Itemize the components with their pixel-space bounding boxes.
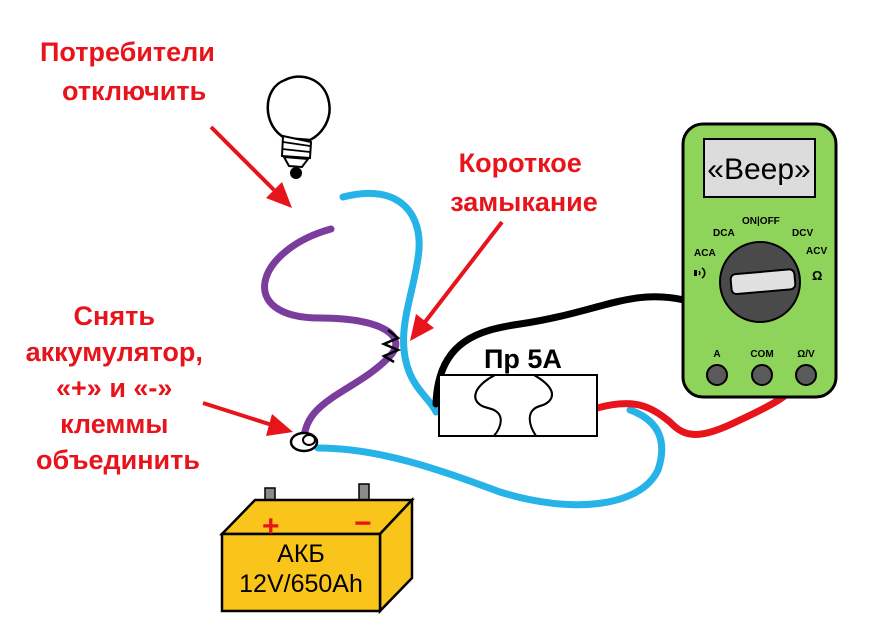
- battery-note-arrow-icon: [202, 401, 293, 436]
- battery-note-label: Снять аккумулятор, «+» и «-» клеммы объе…: [26, 301, 211, 475]
- short-circuit-label-line-1: Короткое: [459, 148, 582, 178]
- multimeter-display: [703, 138, 816, 198]
- port-com-label: COM: [750, 349, 773, 360]
- label-acv: ACV: [806, 246, 827, 257]
- battery-note-line-1: Снять: [74, 301, 155, 331]
- label-ohm: Ω: [812, 268, 822, 283]
- battery-name: АКБ: [277, 540, 325, 568]
- purple-wire: [261, 225, 400, 446]
- light-bulb-icon: [266, 75, 331, 179]
- blue-wire-bottom: [314, 406, 666, 509]
- multimeter-display-text: «Beep»: [707, 153, 810, 186]
- blue-wire-top: [339, 189, 440, 416]
- consumers-label-line-2: отключить: [62, 76, 206, 106]
- battery-note-line-3: «+» и «-»: [56, 373, 172, 403]
- wires: [261, 189, 807, 509]
- battery-minus-sign: −: [354, 507, 372, 540]
- switch-pointer: [729, 268, 797, 296]
- short-circuit-arrow-icon: [410, 220, 504, 341]
- sound-icon: [694, 267, 706, 279]
- label-dca: DCA: [713, 228, 735, 239]
- short-circuit-label: Короткое замыкание: [450, 148, 598, 217]
- label-aca: ACA: [694, 248, 716, 259]
- battery-spec: 12V/650Ah: [239, 570, 363, 598]
- battery: [219, 483, 415, 615]
- short-circuit-zigzag: [380, 329, 402, 364]
- label-onoff: ON|OFF: [742, 216, 780, 227]
- consumers-arrow-icon: [209, 125, 292, 208]
- port-com-socket: [751, 364, 773, 386]
- battery-note-line-5: объединить: [36, 445, 200, 475]
- consumers-label-line-1: Потребители: [40, 37, 215, 67]
- port-a-label: A: [713, 349, 720, 360]
- label-dcv: DCV: [792, 228, 813, 239]
- port-a-socket: [706, 364, 728, 386]
- battery-note-line-4: клеммы: [60, 409, 168, 439]
- fuse: [438, 374, 598, 437]
- battery-plus-sign: +: [262, 510, 280, 543]
- battery-note-line-2: аккумулятор,: [26, 337, 203, 367]
- short-circuit-label-line-2: замыкание: [450, 187, 598, 217]
- port-ohm-socket: [795, 364, 817, 386]
- terminal-knot-icon: [289, 431, 319, 453]
- multimeter: [681, 122, 838, 399]
- fuse-label: Пр 5А: [484, 344, 562, 374]
- port-ohm-label: Ω/V: [797, 349, 815, 360]
- arrows: [202, 125, 504, 436]
- consumers-label: Потребители отключить: [40, 37, 222, 106]
- red-wire: [593, 374, 807, 438]
